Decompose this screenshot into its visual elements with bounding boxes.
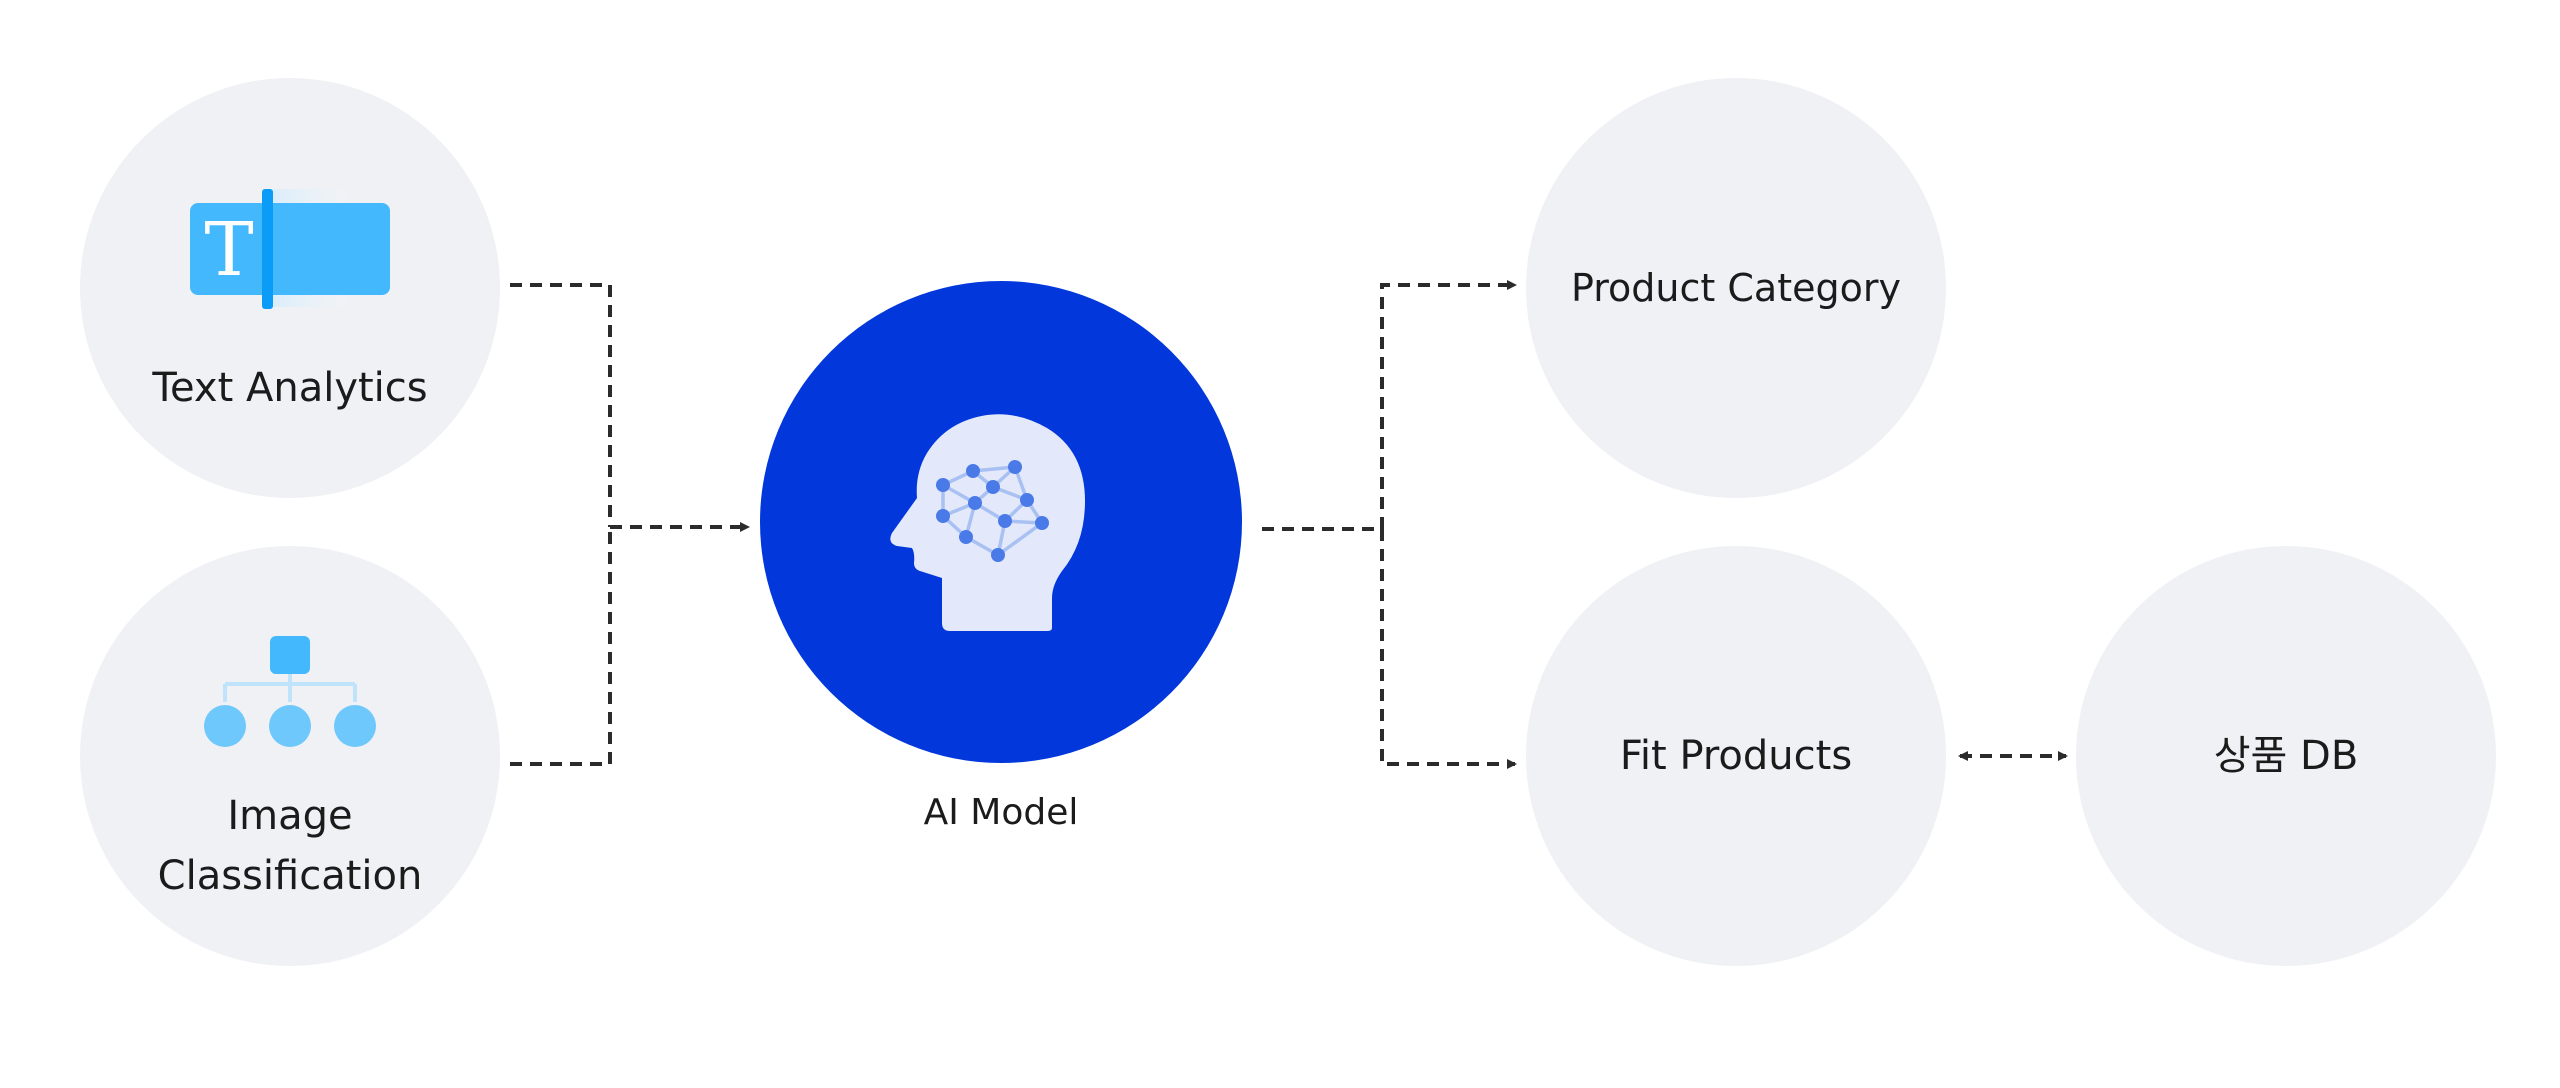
ai-brain-head-icon bbox=[890, 414, 1085, 631]
connector-image-classification bbox=[510, 527, 612, 766]
text-analytics-label: Text Analytics bbox=[152, 365, 428, 411]
image-classification-node: Image Classification bbox=[80, 546, 500, 966]
product-db-label: 상품 DB bbox=[2213, 733, 2359, 779]
hierarchy-icon bbox=[204, 636, 376, 747]
ai-model-label: AI Model bbox=[923, 792, 1079, 833]
product-category-label: Product Category bbox=[1571, 266, 1901, 310]
ai-model-node bbox=[760, 281, 1242, 763]
fit-products-label: Fit Products bbox=[1619, 733, 1853, 779]
product-category-node: Product Category bbox=[1526, 78, 1946, 498]
connector-to-product-category bbox=[1380, 280, 1517, 529]
connector-text-analytics bbox=[510, 283, 612, 527]
product-db-node: 상품 DB bbox=[2076, 546, 2496, 966]
image-classification-label-line-2: Classification bbox=[157, 853, 423, 899]
fit-products-node: Fit Products bbox=[1526, 546, 1946, 966]
image-classification-label: Image Classification bbox=[80, 786, 500, 906]
image-classification-label-line-1: Image bbox=[227, 793, 353, 839]
text-analytics-node: T Text Analytics bbox=[80, 78, 500, 498]
text-cursor-icon: T bbox=[190, 189, 390, 309]
text-icon-letter: T bbox=[204, 207, 253, 293]
connector-to-fit-products bbox=[1380, 529, 1517, 769]
